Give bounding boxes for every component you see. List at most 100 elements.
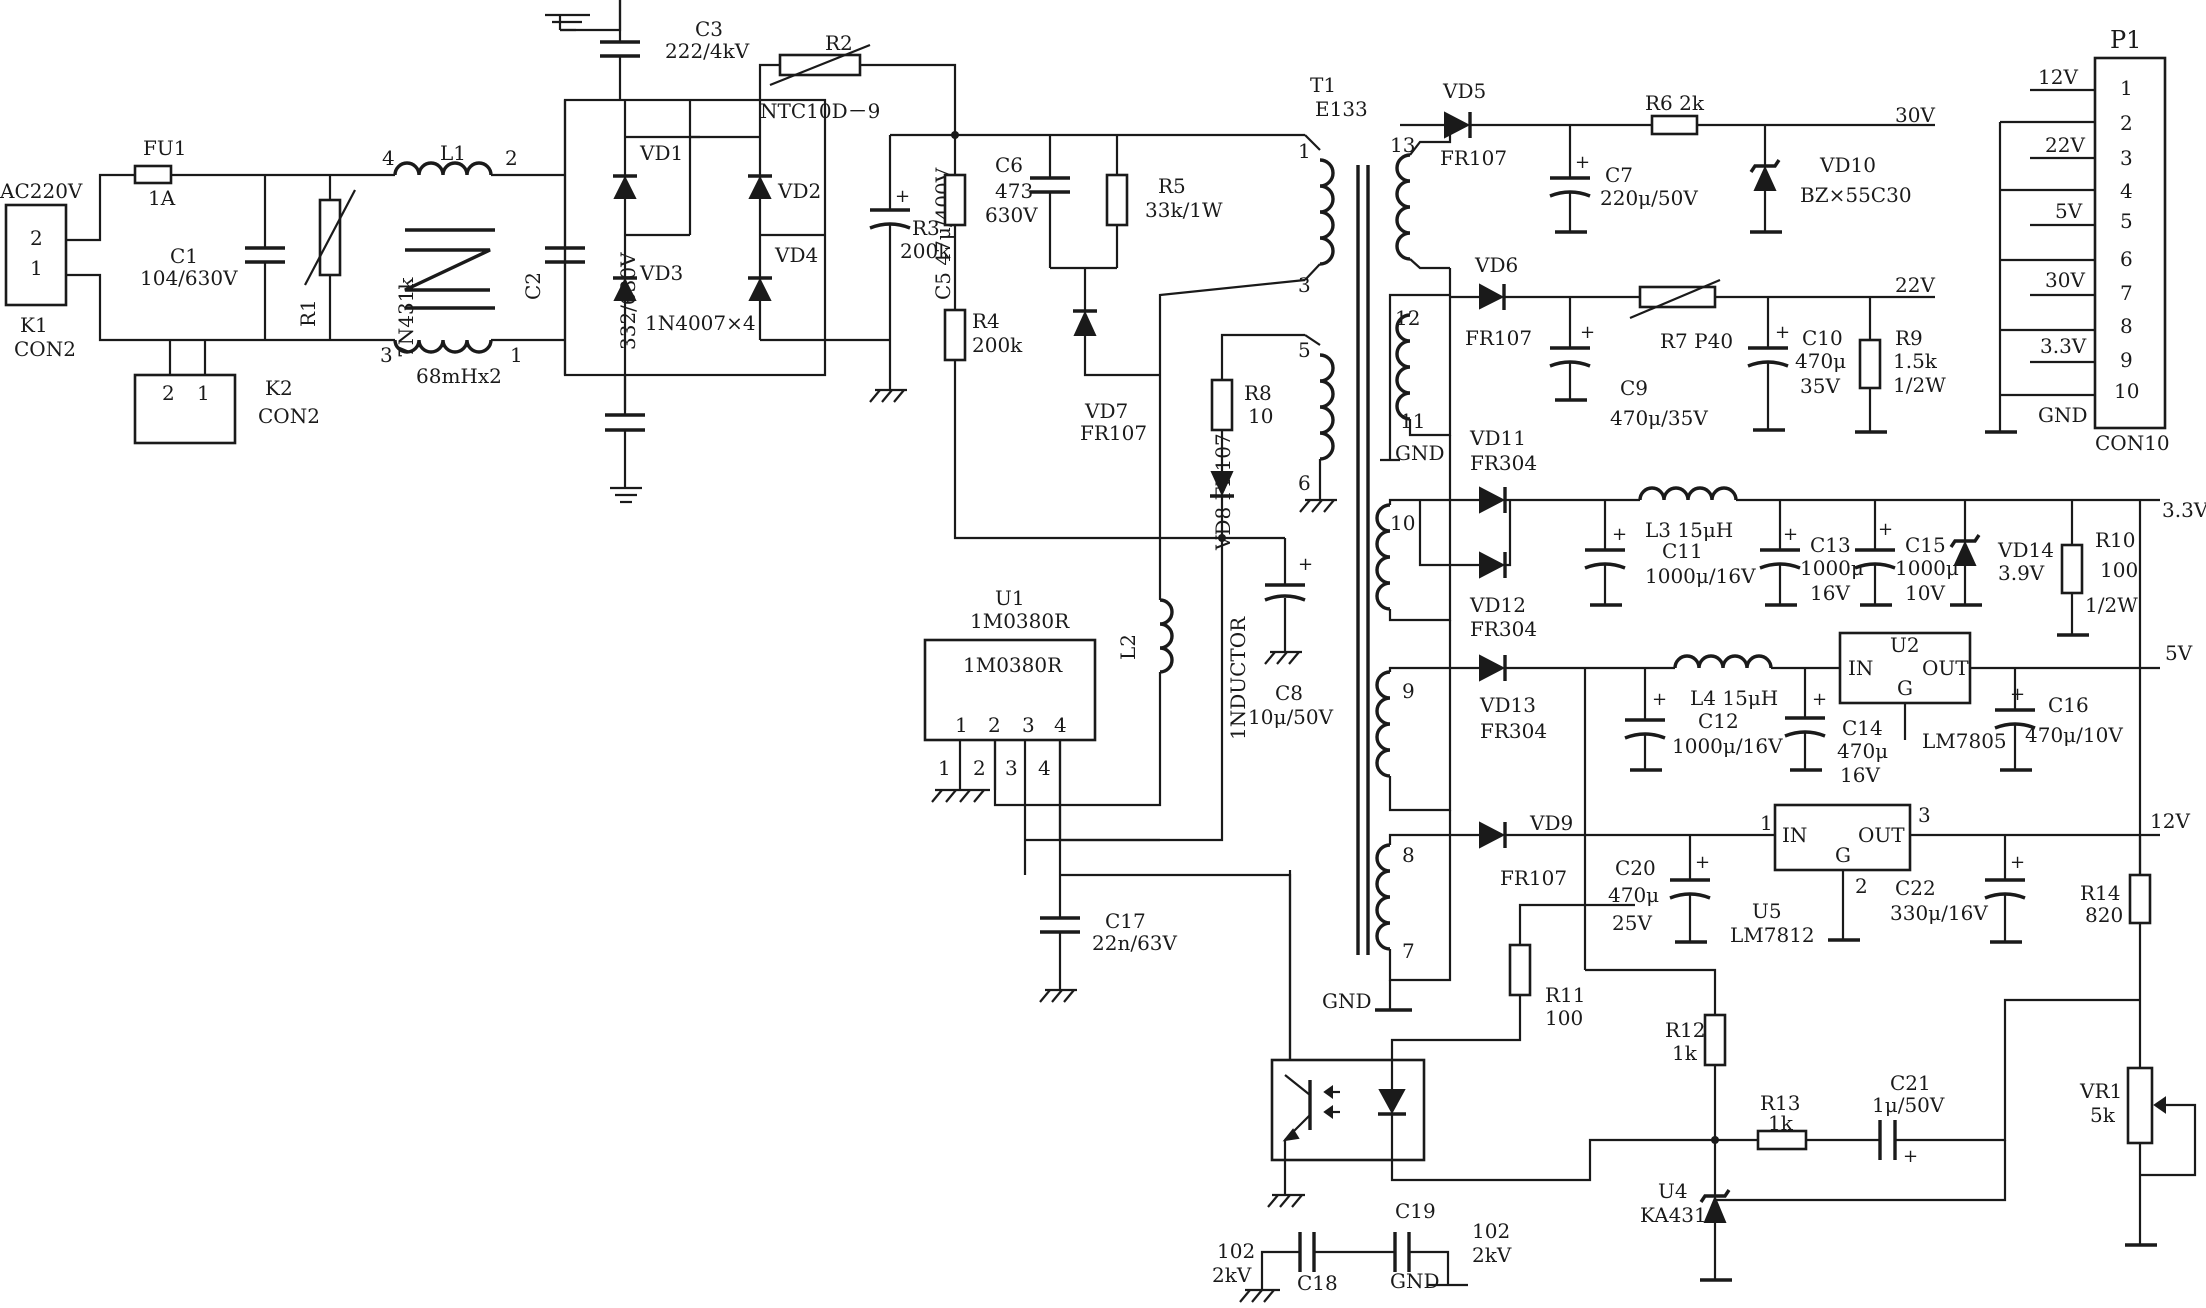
- vr1-value: 5k: [2090, 1103, 2116, 1127]
- u2-in: IN: [1848, 656, 1873, 680]
- c12-label: C12: [1698, 709, 1739, 733]
- p1-pin10: 10: [2114, 379, 2139, 403]
- c5-plus: +: [895, 186, 910, 207]
- r8-value: 10: [1248, 404, 1273, 428]
- c8-label: C8: [1275, 681, 1303, 705]
- feedback-network: + R11 100 R12 1k R13 1k C21 1μ/50V U4 KA…: [1390, 668, 2197, 1282]
- r9-label: R9: [1895, 326, 1923, 350]
- r5-label: R5: [1158, 174, 1186, 198]
- capacitor-c2: C2 332/630V: [521, 100, 640, 375]
- c22-plus: +: [2010, 852, 2025, 873]
- u5-in: IN: [1782, 823, 1807, 847]
- r2-value: NTC10D－9: [760, 99, 880, 123]
- vd12-value: FR304: [1470, 617, 1537, 641]
- c6-value2: 630V: [985, 203, 1038, 227]
- r11-value: 100: [1545, 1006, 1583, 1030]
- c6-value1: 473: [995, 179, 1033, 203]
- c11-plus: +: [1612, 524, 1627, 545]
- p1-pin9: 9: [2120, 348, 2133, 372]
- p1-pin6: 6: [2120, 247, 2133, 271]
- r3-label: R3: [912, 216, 940, 240]
- c12-value: 1000μ/16V: [1672, 734, 1783, 758]
- vd13-value: FR304: [1480, 719, 1547, 743]
- k1-label: K1: [20, 313, 48, 337]
- capacitor-c3: C3 222/4kV: [545, 0, 750, 100]
- c16-label: C16: [2048, 693, 2089, 717]
- r6-label: R6 2k: [1645, 91, 1705, 115]
- r10-label: R10: [2095, 528, 2136, 552]
- c21-plus: +: [1903, 1146, 1918, 1167]
- p1-pin3: 3: [2120, 146, 2133, 170]
- t1-pin5: 5: [1298, 338, 1311, 362]
- p1-5v: 5V: [2055, 199, 2083, 223]
- p1-pin4: 4: [2120, 179, 2133, 203]
- output-3v3: + + + VD11 FR304 VD12 FR304 L3 15μH C11 …: [1418, 426, 2206, 641]
- vd7-value: FR107: [1080, 421, 1147, 445]
- snubber-network: C6 473 630V R5 33k/1W VD7 FR107: [985, 135, 1223, 445]
- c3-value: 222/4kV: [665, 39, 750, 63]
- c7-label: C7: [1605, 163, 1633, 187]
- c14-value1: 470μ: [1837, 739, 1888, 763]
- r4-label: R4: [972, 309, 1000, 333]
- k2-type-label: CON2: [258, 404, 320, 428]
- u2-model: LM7805: [1922, 729, 2007, 753]
- optocoupler: [1267, 870, 1426, 1208]
- t1-pin6: 6: [1298, 471, 1311, 495]
- input-connector-k2: 2 1 K2 CON2: [133, 373, 320, 445]
- c22-value: 330μ/16V: [1890, 901, 1988, 925]
- out-12v-label: 12V: [2150, 809, 2190, 833]
- c1-value: 104/630V: [140, 266, 238, 290]
- c17-label: C17: [1105, 909, 1146, 933]
- u1-pin3-outer: 3: [1005, 756, 1018, 780]
- y-capacitors: 102 2kV C18 C19 102 2kV GND: [1212, 1199, 1512, 1303]
- r13-value: 1k: [1768, 1111, 1794, 1135]
- p1-33v: 3.3V: [2040, 334, 2087, 358]
- u2-label: U2: [1890, 633, 1920, 657]
- c7-plus: +: [1575, 152, 1590, 173]
- c20-plus: +: [1695, 852, 1710, 873]
- r5-value: 33k/1W: [1145, 198, 1223, 222]
- c10-label: C10: [1802, 326, 1843, 350]
- t1-pin8: 8: [1402, 843, 1415, 867]
- l2-label: L2: [1116, 634, 1140, 660]
- r11-label: R11: [1545, 983, 1586, 1007]
- transformer-t1: T1 E133 1 3 5 6 13 12 11 GND: [1298, 73, 1480, 1013]
- vd10-label: VD10: [1819, 153, 1876, 177]
- c19-value1: 102: [1472, 1219, 1510, 1243]
- vd2-label: VD2: [777, 179, 821, 203]
- bulk-capacitor-c5: + C5 47μ/400V: [869, 131, 1305, 403]
- c13-value2: 16V: [1810, 581, 1850, 605]
- fu1-value: 1A: [148, 186, 176, 210]
- common-mode-choke-l1: L1 4 2 3 1 68mHx2: [380, 141, 565, 388]
- u1-pin2-outer: 2: [973, 756, 986, 780]
- r10-value1: 100: [2100, 558, 2138, 582]
- r7-label: R7 P40: [1660, 329, 1733, 353]
- vd6-value: FR107: [1465, 326, 1532, 350]
- c11-label: C11: [1662, 539, 1703, 563]
- r12-label: R12: [1665, 1018, 1706, 1042]
- t1-pin12: 12: [1395, 306, 1420, 330]
- vd8-label: VD8 FR107: [1211, 433, 1235, 551]
- k2-pin1-label: 1: [197, 381, 210, 405]
- t1-pin10: 10: [1390, 511, 1415, 535]
- c14-plus: +: [1812, 689, 1827, 710]
- c1-label: C1: [170, 244, 198, 268]
- c20-value2: 25V: [1612, 911, 1652, 935]
- r13-label: R13: [1760, 1091, 1801, 1115]
- u2-out: OUT: [1922, 656, 1969, 680]
- vd6-label: VD6: [1474, 253, 1518, 277]
- c9-value: 470μ/35V: [1610, 406, 1708, 430]
- vd5-label: VD5: [1442, 79, 1486, 103]
- k1-pin2-label: 2: [30, 226, 43, 250]
- vd13-label: VD13: [1479, 693, 1536, 717]
- c12-plus: +: [1652, 689, 1667, 710]
- c22-label: C22: [1895, 876, 1936, 900]
- k1-pin1-label: 1: [30, 256, 43, 280]
- r1-label: R1: [296, 299, 320, 327]
- c10-value1: 470μ: [1795, 349, 1846, 373]
- vd12-label: VD12: [1469, 593, 1526, 617]
- u1-pin4: 4: [1054, 713, 1067, 737]
- u1-pin3: 3: [1022, 713, 1035, 737]
- c14-value2: 16V: [1840, 763, 1880, 787]
